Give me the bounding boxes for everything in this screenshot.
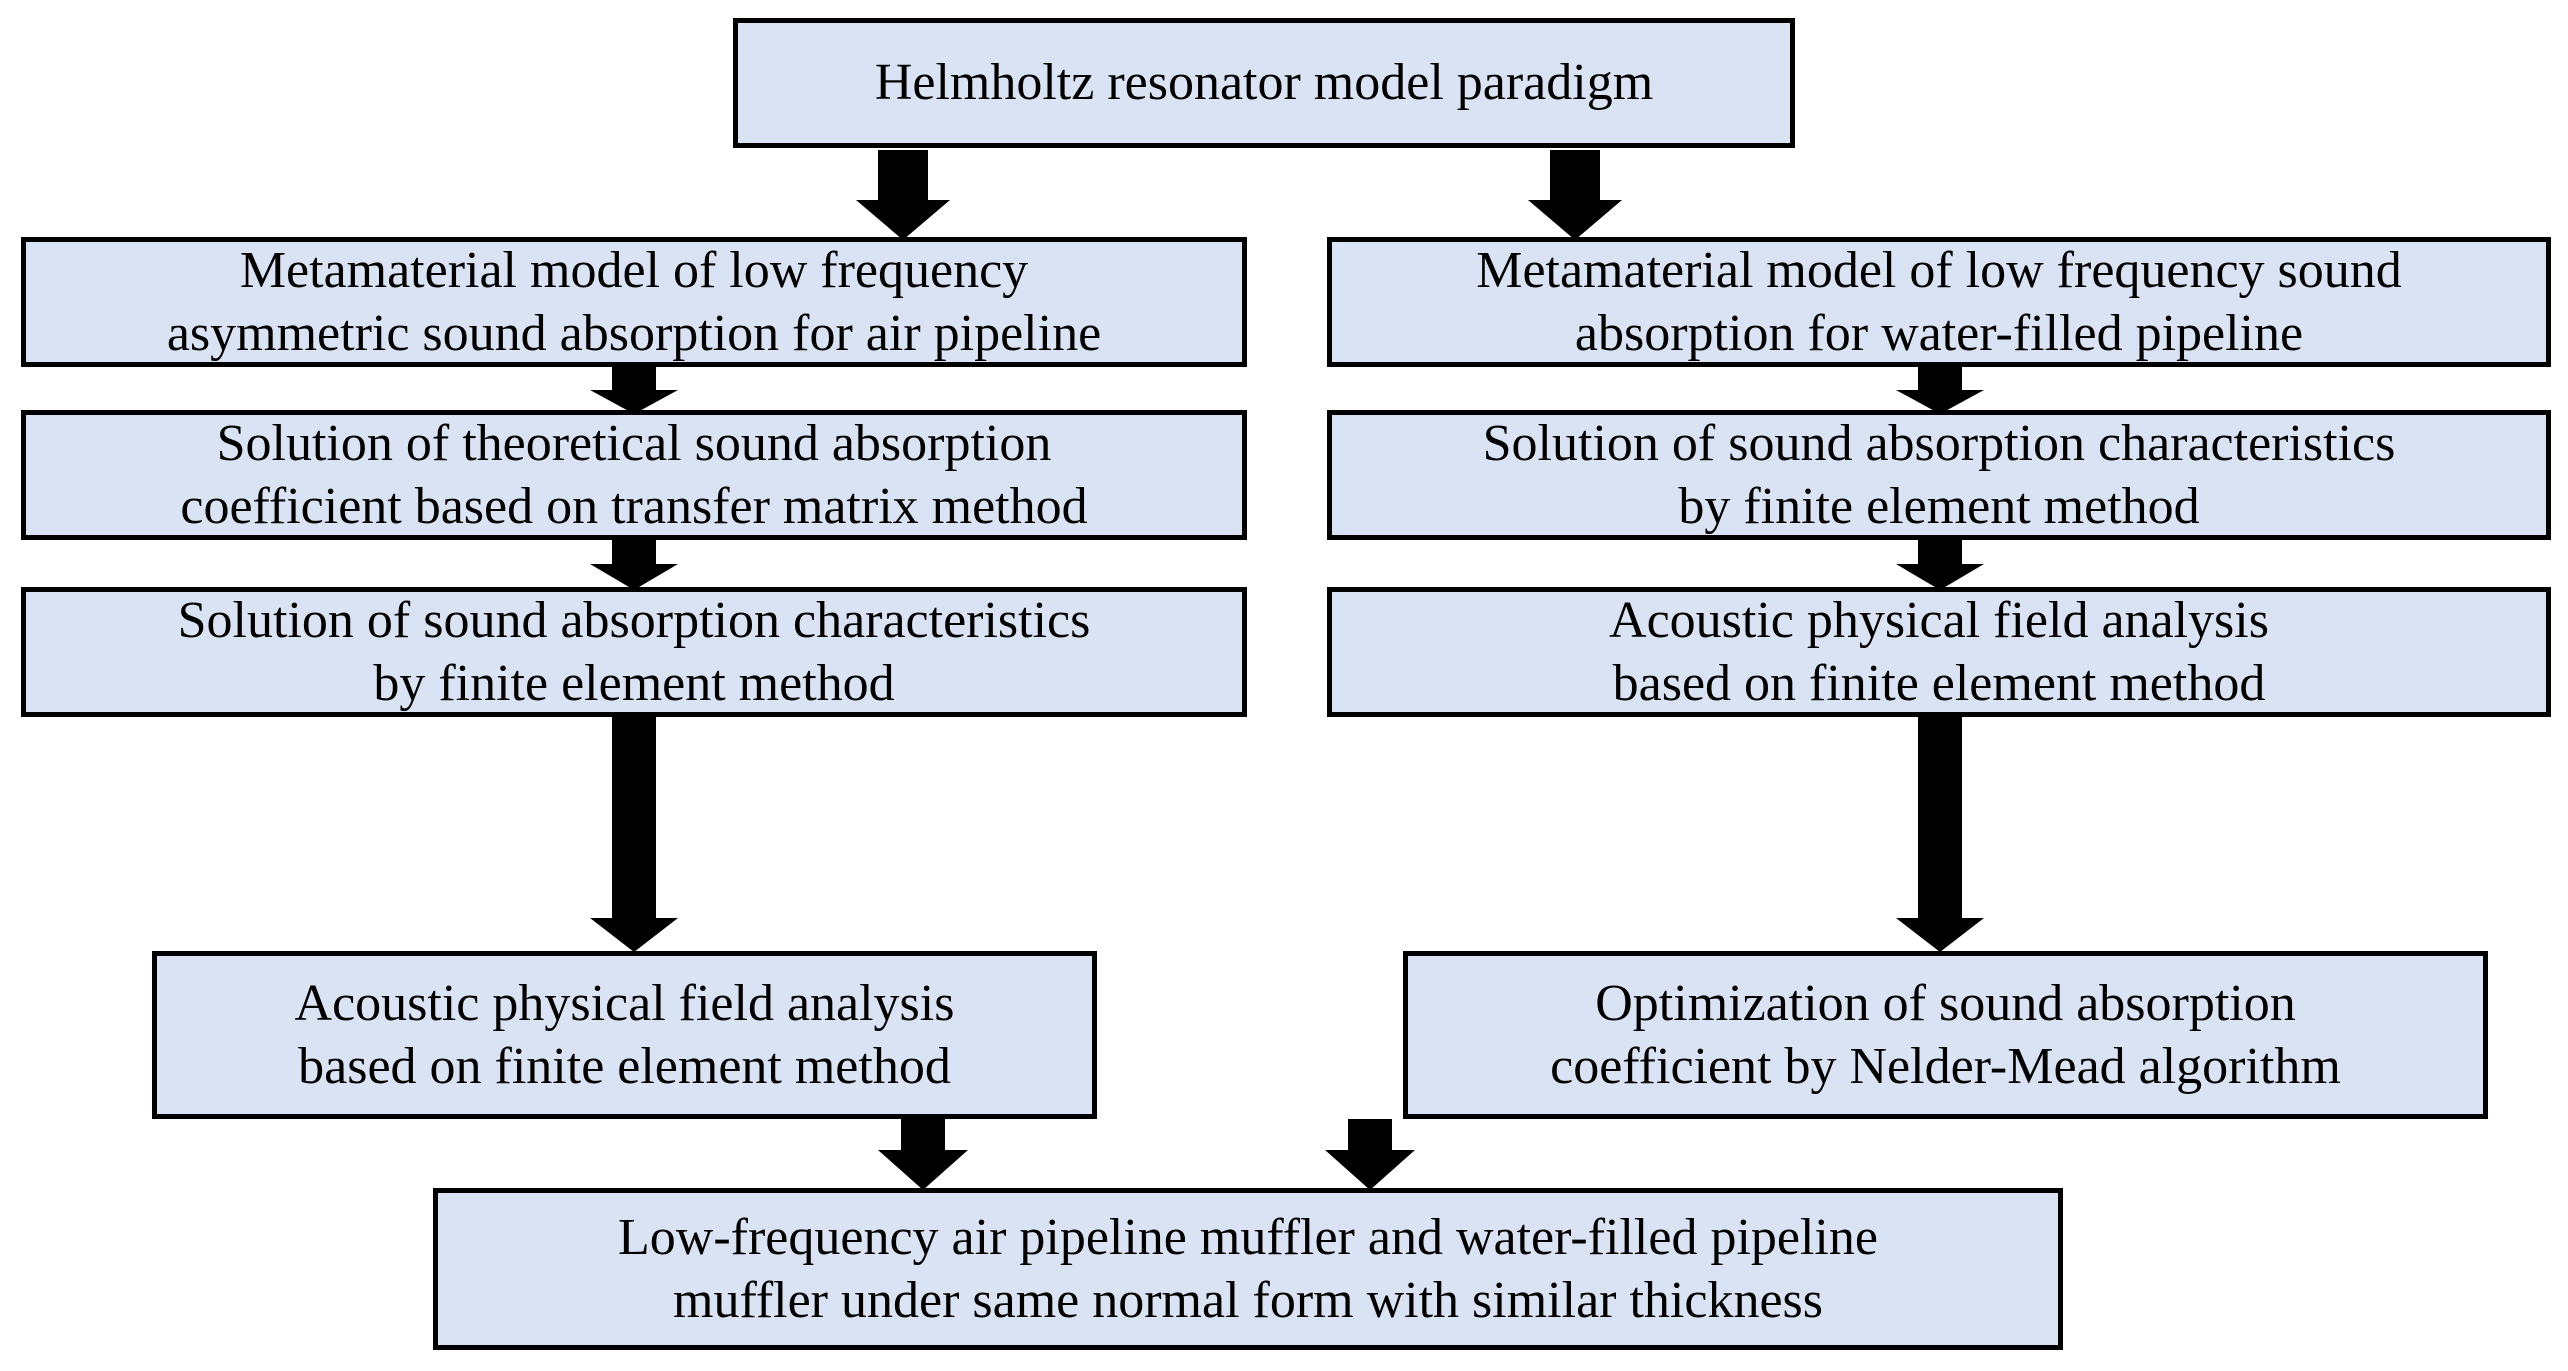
node-root-label: Helmholtz resonator model paradigm: [874, 54, 1654, 112]
node-right-3[interactable]: Acoustic physical field analysis based o…: [1327, 587, 2551, 717]
arrow-root-to-left-1: [856, 150, 950, 240]
node-left-4[interactable]: Acoustic physical field analysis based o…: [152, 951, 1097, 1119]
arrow-left-1-to-left-2: [590, 366, 678, 414]
node-left-3[interactable]: Solution of sound absorption characteris…: [21, 587, 1247, 717]
node-left-2-label: Solution of theoretical sound absorption…: [180, 414, 1088, 535]
node-right-1-label: Metamaterial model of low frequency soun…: [1476, 241, 2402, 362]
node-bottom-label: Low-frequency air pipeline muffler and w…: [618, 1208, 1878, 1329]
arrow-right-4-to-bottom: [1325, 1119, 1415, 1190]
node-right-4-label: Optimization of sound absorption coeffic…: [1550, 974, 2341, 1095]
node-right-1[interactable]: Metamaterial model of low frequency soun…: [1327, 237, 2551, 367]
arrow-right-2-to-right-3: [1896, 538, 1984, 590]
node-left-1-label: Metamaterial model of low frequency asym…: [166, 241, 1102, 362]
node-left-3-label: Solution of sound absorption characteris…: [177, 591, 1091, 712]
arrow-right-1-to-right-2: [1896, 366, 1984, 414]
arrow-left-2-to-left-3: [590, 538, 678, 590]
node-right-2[interactable]: Solution of sound absorption characteris…: [1327, 410, 2551, 540]
node-right-4[interactable]: Optimization of sound absorption coeffic…: [1403, 951, 2488, 1119]
arrow-root-to-right-1: [1528, 150, 1622, 240]
node-right-2-label: Solution of sound absorption characteris…: [1482, 414, 2396, 535]
node-left-4-label: Acoustic physical field analysis based o…: [294, 974, 955, 1095]
node-bottom[interactable]: Low-frequency air pipeline muffler and w…: [433, 1188, 2063, 1350]
node-left-2[interactable]: Solution of theoretical sound absorption…: [21, 410, 1247, 540]
arrow-left-3-to-left-4: [590, 716, 678, 952]
node-left-1[interactable]: Metamaterial model of low frequency asym…: [21, 237, 1247, 367]
arrow-left-4-to-bottom: [878, 1119, 968, 1190]
node-right-3-label: Acoustic physical field analysis based o…: [1609, 591, 2269, 712]
node-root[interactable]: Helmholtz resonator model paradigm: [733, 18, 1795, 148]
arrow-right-3-to-right-4: [1896, 716, 1984, 952]
